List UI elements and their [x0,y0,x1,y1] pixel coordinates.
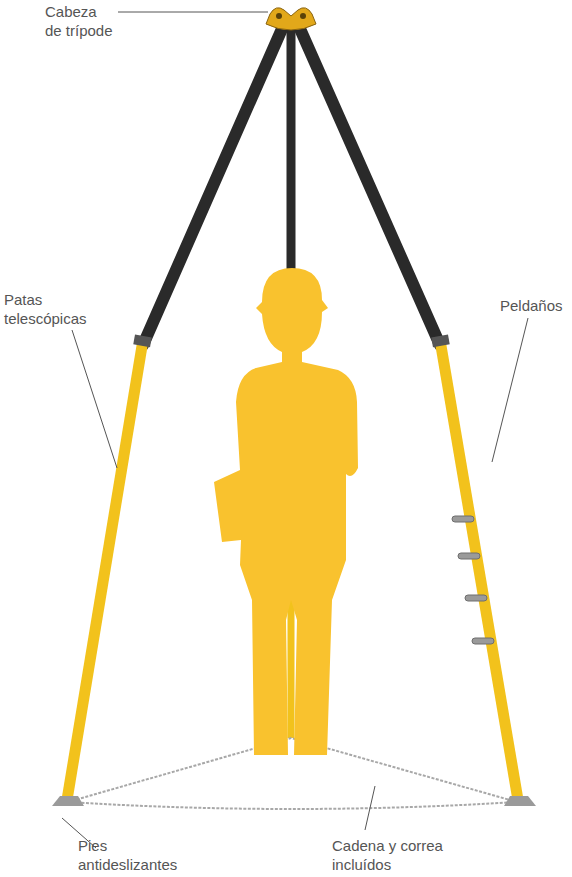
tripod-head [266,8,316,30]
part-label: Patas telescópicas [4,290,100,328]
part-label: Pies antideslizantes [78,836,194,874]
chain [68,738,517,809]
part-label: Cabeza de trípode [45,2,117,40]
right-leg-lower [440,340,518,800]
center-leg-upper [287,28,296,300]
leg-joint [431,335,449,348]
leader-lines [62,12,528,848]
right-foot [504,796,536,806]
leg-joint [133,335,151,348]
left-leg-lower [67,340,143,800]
part-label: Cadena y correa incluídos [332,836,452,874]
left-foot [52,796,84,806]
steps [452,516,494,644]
part-label: Peldaños [500,296,568,315]
person-silhouette [214,268,358,755]
